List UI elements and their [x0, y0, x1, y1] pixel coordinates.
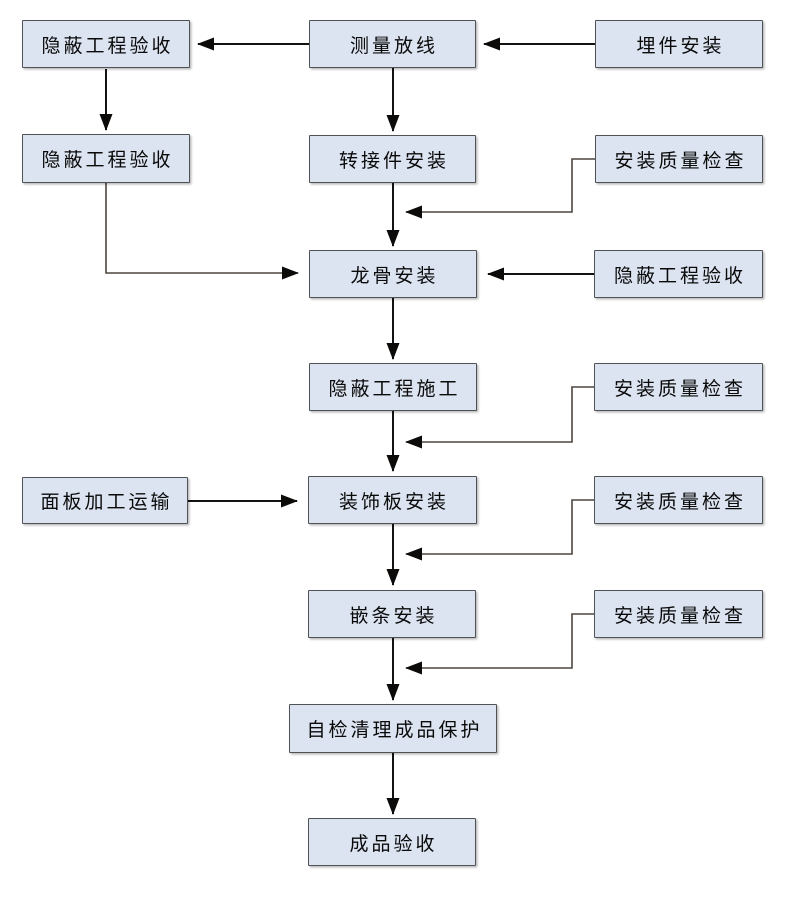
flow-node-keel-install: 龙骨安装 — [309, 250, 477, 298]
flow-node-label: 龙骨安装 — [350, 265, 439, 287]
edge-quality-check-2-to-decorative-install — [405, 386, 594, 449]
flow-node-hidden-acceptance-3: 隐蔽工程验收 — [594, 250, 763, 298]
flow-node-label: 隐蔽工程施工 — [328, 378, 461, 400]
flow-node-adapter-install: 转接件安装 — [309, 135, 476, 183]
flow-node-quality-check-2: 安装质量检查 — [594, 363, 763, 411]
flow-node-label: 安装质量检查 — [613, 378, 746, 400]
edge-quality-check-4-to-self-check — [405, 613, 594, 675]
flow-node-hidden-acceptance-2: 隐蔽工程验收 — [22, 134, 190, 183]
flow-node-strip-install: 嵌条安装 — [308, 590, 476, 638]
flow-node-label: 安装质量检查 — [614, 150, 747, 172]
flow-node-hidden-construction: 隐蔽工程施工 — [309, 363, 477, 411]
flow-node-label: 安装质量检查 — [613, 605, 746, 627]
flow-node-label: 安装质量检查 — [613, 491, 746, 513]
flow-node-label: 嵌条安装 — [349, 605, 438, 627]
flow-node-label: 转接件安装 — [338, 150, 449, 172]
flow-node-label: 自检清理成品保护 — [306, 720, 483, 741]
flow-node-label: 面板加工运输 — [40, 492, 173, 513]
flow-node-hidden-acceptance-1: 隐蔽工程验收 — [22, 20, 190, 68]
flow-node-label: 隐蔽工程验收 — [613, 265, 746, 287]
flow-node-label: 隐蔽工程验收 — [41, 150, 174, 171]
flow-node-panel-transport: 面板加工运输 — [22, 477, 188, 524]
flow-node-label: 装饰板安装 — [338, 491, 449, 513]
flow-node-quality-check-1: 安装质量检查 — [595, 135, 763, 183]
edge-quality-check-1-to-keel-install — [405, 158, 595, 219]
flow-node-final-acceptance: 成品验收 — [308, 818, 476, 866]
flow-node-measure-layout: 测量放线 — [309, 20, 476, 68]
edge-hidden-acceptance-2-to-keel-install — [105, 183, 299, 280]
edge-quality-check-3-to-strip-install — [405, 499, 594, 561]
flow-node-label: 测量放线 — [349, 35, 438, 57]
flow-node-label: 埋件安装 — [636, 35, 725, 57]
flow-node-quality-check-3: 安装质量检查 — [594, 476, 763, 524]
flow-node-label: 隐蔽工程验收 — [41, 35, 174, 57]
flow-node-label: 成品验收 — [349, 833, 438, 855]
flow-node-decorative-install: 装饰板安装 — [308, 476, 477, 524]
flow-node-self-check: 自检清理成品保护 — [289, 704, 497, 753]
flow-node-quality-check-4: 安装质量检查 — [594, 590, 763, 638]
flow-node-embed-install: 埋件安装 — [595, 20, 763, 68]
